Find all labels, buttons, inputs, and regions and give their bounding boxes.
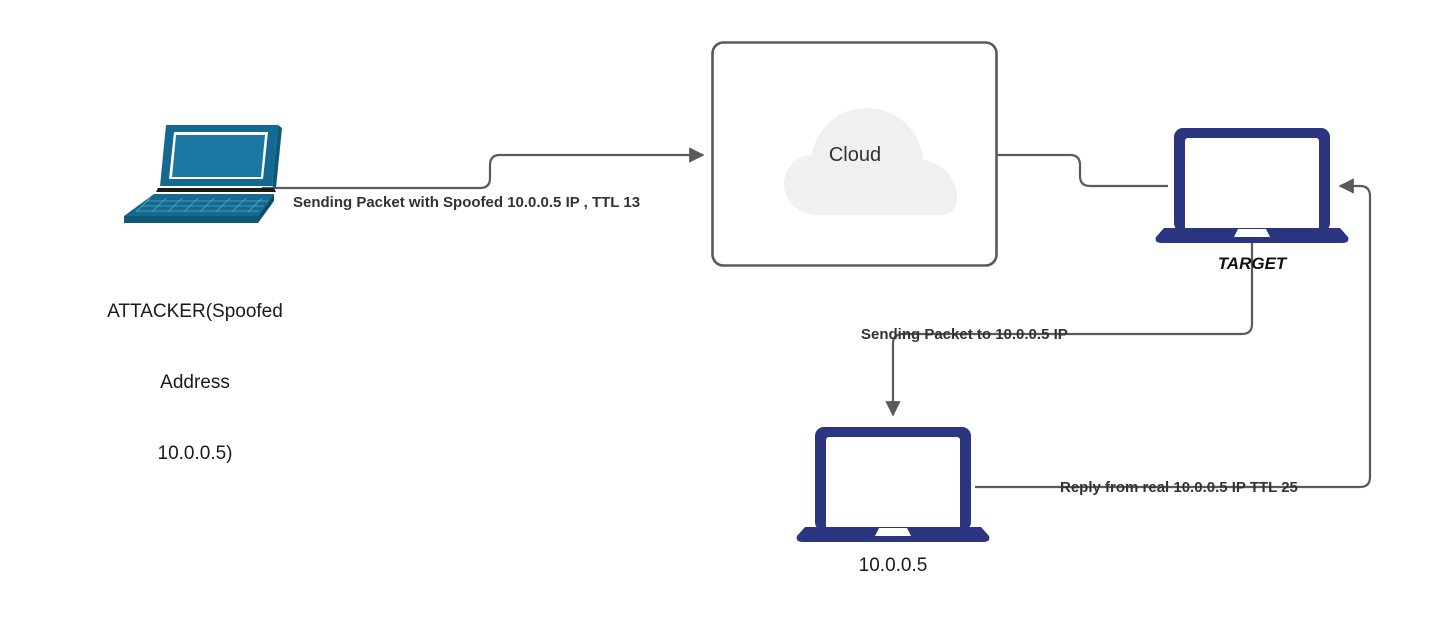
laptop-icon [1155, 128, 1349, 243]
attacker-label-line1: ATTACKER(Spoofed [107, 300, 283, 322]
attacker-label-line3: 10.0.0.5) [157, 443, 233, 464]
victim-label: 10.0.0.5 [858, 555, 928, 576]
edge-target-to-victim [885, 240, 1254, 417]
cloud-container [711, 41, 998, 267]
node-victim[interactable] [793, 424, 993, 549]
laptop-icon [796, 427, 990, 542]
cloud-label: Cloud [828, 144, 882, 166]
cloud-icon [784, 108, 957, 215]
edge-attacker-to-cloud [262, 147, 705, 190]
edge-cloud-to-target [997, 153, 1168, 188]
node-target[interactable] [1152, 125, 1352, 250]
edge-label-target-to-victim: Sending Packet to 10.0.0.5 IP [861, 326, 1068, 343]
node-attacker[interactable] [110, 122, 285, 227]
node-cloud[interactable] [710, 40, 1000, 270]
edge-label-attacker-to-cloud: Sending Packet with Spoofed 10.0.0.5 IP … [293, 194, 641, 211]
laptop-isometric-icon [124, 125, 282, 224]
edge-label-victim-to-target: Reply from real 10.0.0.5 IP TTL 25 [1060, 479, 1298, 496]
edge-victim-to-target [975, 178, 1372, 489]
target-label: TARGET [1217, 254, 1287, 273]
attacker-label: ATTACKER(Spoofed Address 10.0.0.5) [70, 252, 320, 513]
attacker-label-line2: Address [160, 371, 230, 393]
